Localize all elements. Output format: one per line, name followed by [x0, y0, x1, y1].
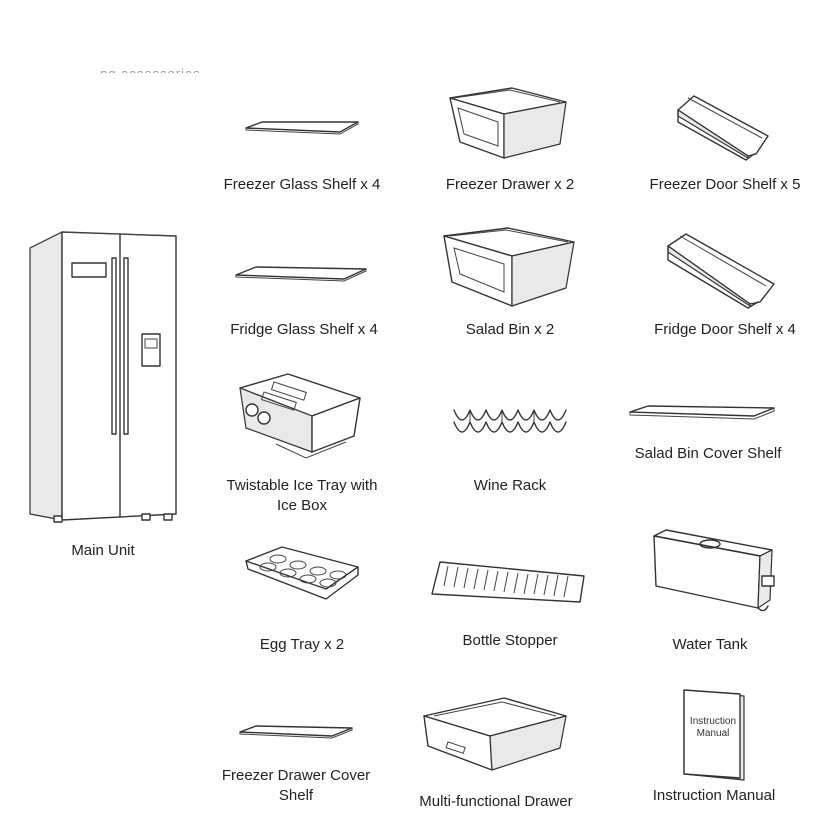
ice-tray-label: Twistable Ice Tray with Ice Box — [226, 477, 378, 514]
multifunctional-drawer-label: Multi-functional Drawer — [419, 793, 573, 810]
wine-rack-illustration — [453, 409, 567, 433]
instruction-manual-label: Instruction Manual — [652, 787, 776, 804]
salad-bin-cover-shelf-illustration — [629, 405, 775, 420]
egg-tray-illustration — [245, 546, 359, 600]
salad-bin-label: Salad Bin x 2 — [465, 321, 555, 338]
instruction-manual-illustration — [683, 689, 745, 781]
freezer-door-shelf-label: Freezer Door Shelf x 5 — [649, 176, 801, 193]
fridge-glass-shelf-label: Fridge Glass Shelf x 4 — [230, 321, 378, 338]
wine-rack-label: Wine Rack — [473, 477, 547, 494]
ice-tray-illustration — [239, 373, 361, 459]
fridge-door-shelf-label: Fridge Door Shelf x 4 — [654, 321, 796, 338]
freezer-drawer-cover-shelf-label: Freezer Drawer Cover Shelf — [221, 767, 371, 804]
salad-bin-cover-shelf-label: Salad Bin Cover Shelf — [634, 445, 782, 462]
manual-cover-text: Instruction Manual — [689, 716, 737, 739]
freezer-drawer-label: Freezer Drawer x 2 — [445, 176, 575, 193]
fridge-door-shelf-illustration — [667, 233, 775, 309]
fridge-glass-shelf-illustration — [235, 266, 367, 282]
multifunctional-drawer-illustration — [423, 697, 567, 771]
bottle-stopper-illustration — [431, 561, 585, 603]
bottle-stopper-label: Bottle Stopper — [462, 632, 558, 649]
main-unit-illustration — [29, 231, 177, 523]
cropped-header-text: ng accessories — [100, 66, 201, 73]
freezer-glass-shelf-label: Freezer Glass Shelf x 4 — [223, 176, 381, 193]
water-tank-illustration — [653, 529, 775, 612]
main-unit-label: Main Unit — [71, 542, 135, 559]
freezer-door-shelf-illustration — [677, 95, 769, 161]
water-tank-label: Water Tank — [672, 636, 748, 653]
freezer-drawer-illustration — [449, 87, 567, 159]
freezer-drawer-cover-shelf-illustration — [239, 725, 353, 739]
salad-bin-illustration — [443, 227, 575, 307]
egg-tray-label: Egg Tray x 2 — [259, 636, 345, 653]
freezer-glass-shelf-illustration — [245, 121, 359, 135]
